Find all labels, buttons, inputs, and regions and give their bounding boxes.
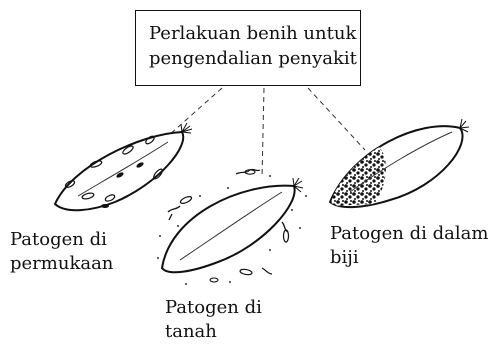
label-soil-pathogen: Patogen di tanah (165, 296, 262, 344)
label-inside-line-2: biji (330, 246, 488, 270)
title-line-1: Perlakuan benih untuk (149, 21, 350, 46)
label-surface-line-2: permukaan (10, 252, 113, 276)
label-inside-line-1: Patogen di dalam (330, 222, 488, 246)
label-soil-line-2: tanah (165, 320, 262, 344)
seed-soil-pathogen (157, 169, 307, 285)
label-soil-line-1: Patogen di (165, 296, 262, 320)
label-inside-pathogen: Patogen di dalam biji (330, 222, 488, 270)
connector-line-inside (308, 88, 365, 150)
label-surface-line-1: Patogen di (10, 228, 113, 252)
diagram-title-box: Perlakuan benih untuk pengendalian penya… (135, 10, 361, 86)
label-surface-pathogen: Patogen di permukaan (10, 228, 113, 276)
seed-surface-pathogen (55, 123, 192, 210)
seed-inside-pathogen (330, 119, 469, 207)
connector-line-soil (262, 88, 264, 178)
title-line-2: pengendalian penyakit (149, 46, 350, 71)
connector-line-surface (168, 88, 222, 136)
